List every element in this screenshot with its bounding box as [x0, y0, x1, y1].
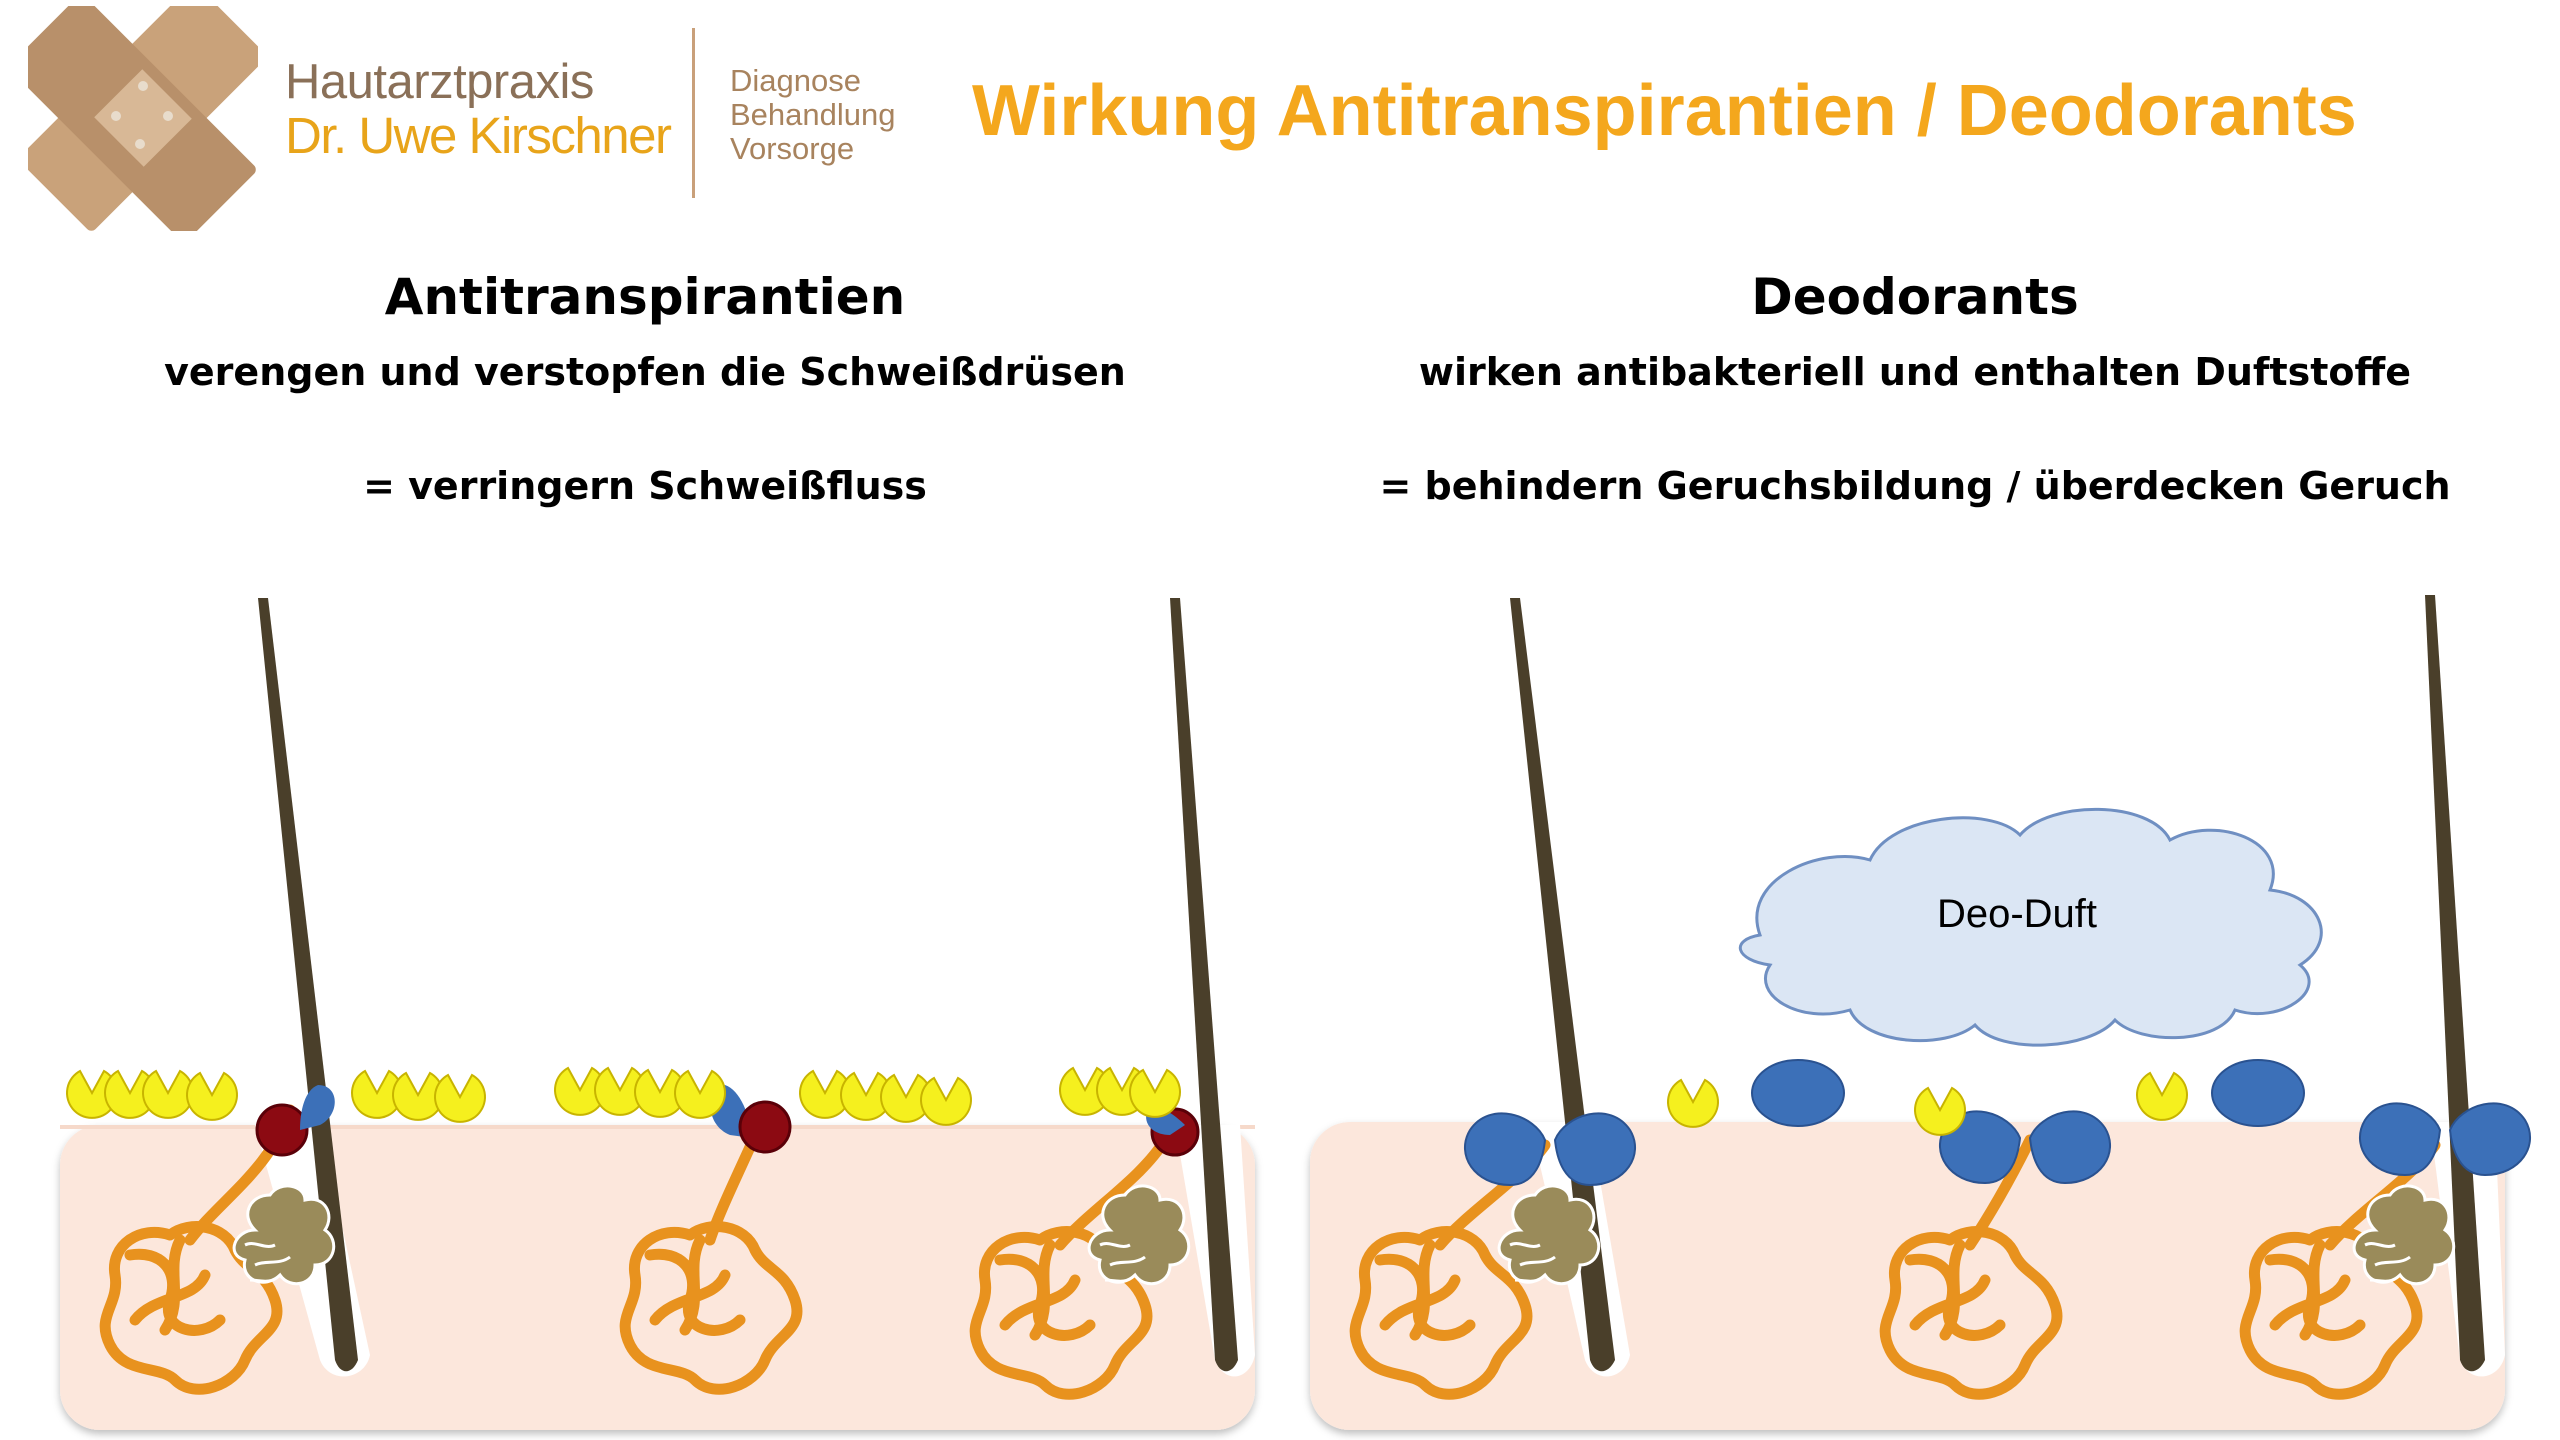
left-follicle-2 [625, 1085, 797, 1389]
brand-doctor: Dr. Uwe Kirschner [285, 107, 672, 164]
hair-4 [2425, 595, 2485, 1372]
brand-divider [692, 28, 695, 198]
right-result: = behindern Geruchsbildung / überdecken … [1379, 464, 2451, 508]
right-follicle-3 [2245, 595, 2532, 1394]
left-follicle-1 [105, 598, 370, 1389]
hair-1 [258, 598, 358, 1372]
brand-name: Hautarztpraxis [285, 55, 594, 109]
left-result: = verringern Schweißfluss [363, 464, 927, 508]
hair-2 [1170, 598, 1238, 1372]
cloud-label: Deo-Duft [1937, 892, 2097, 936]
tagline-behandlung: Behandlung [730, 97, 896, 132]
bandage-cross-icon [28, 6, 258, 231]
left-follicle-3 [975, 598, 1255, 1394]
deo-duft-cloud: Deo-Duft [1738, 807, 2323, 1047]
plug-1 [255, 1103, 309, 1157]
tagline-diagnose: Diagnose [730, 63, 861, 98]
plug-2 [738, 1100, 792, 1154]
right-follicle-2 [1885, 1110, 2112, 1394]
tagline-vorsorge: Vorsorge [730, 131, 855, 166]
right-deo-particles [1751, 1059, 2305, 1127]
right-subheading: wirken antibakteriell und enthalten Duft… [1418, 350, 2412, 394]
left-heading: Antitranspirantien [384, 268, 906, 326]
right-follicle-1 [1355, 598, 1637, 1394]
left-bacteria [66, 1067, 1181, 1126]
right-heading: Deodorants [1751, 268, 2079, 326]
page-title: Wirkung Antitranspirantien / Deodorants [972, 71, 2357, 151]
left-subheading: verengen und verstopfen die Schweißdrüse… [164, 350, 1126, 394]
practice-logo [28, 6, 258, 231]
